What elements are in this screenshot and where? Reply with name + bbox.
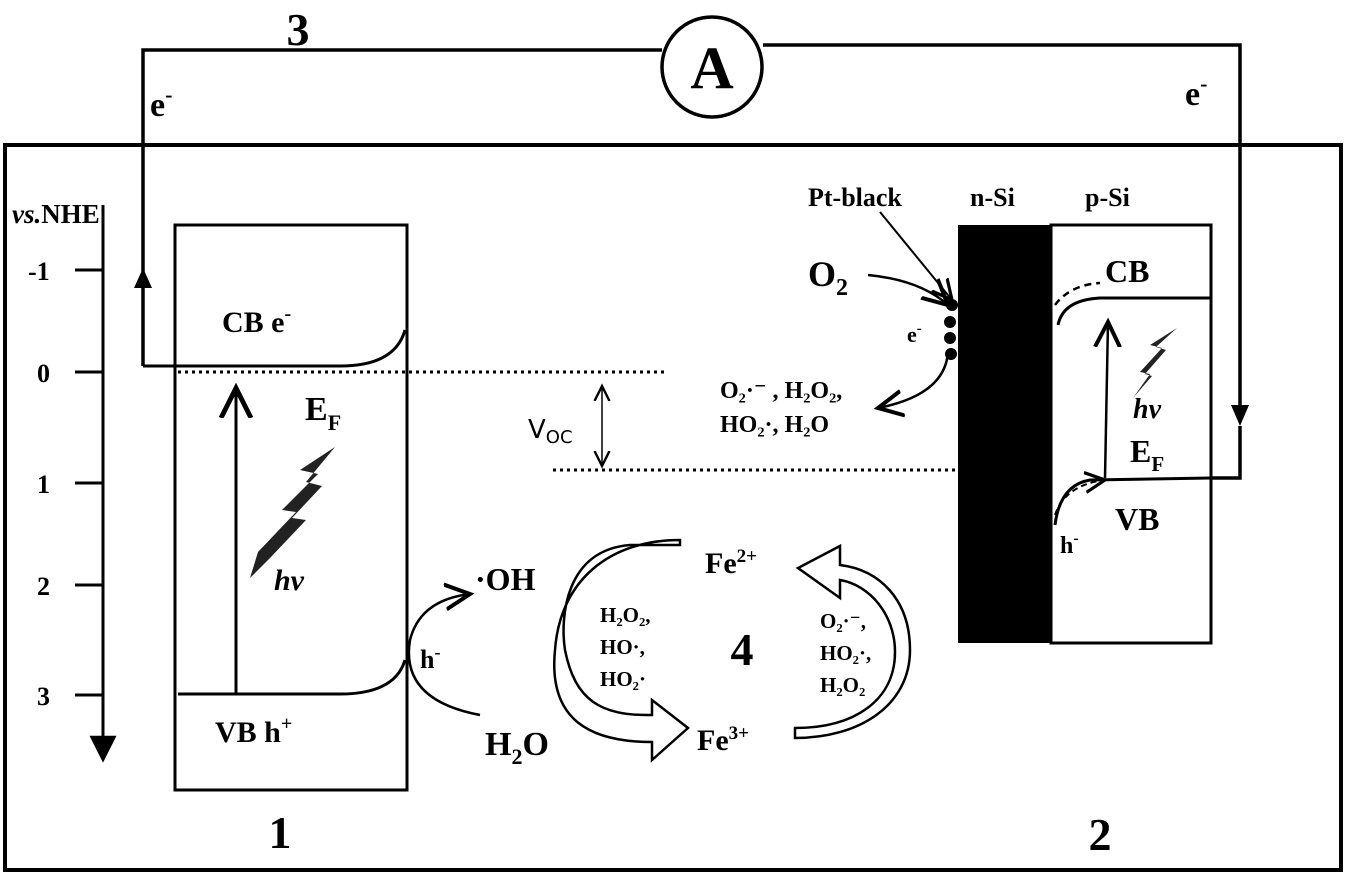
- ef-label-right: EF: [1130, 433, 1164, 476]
- tick-label: 1: [37, 470, 50, 499]
- tick-label: 0: [37, 359, 50, 388]
- photon-bolt-icon: [1133, 328, 1177, 398]
- voc-label: VOC: [528, 415, 573, 448]
- fe2-label: Fe2+: [705, 546, 757, 580]
- oxygen-reduction: O2 e- O₂·⁻ , H₂O₂, HO₂·, H₂O: [720, 254, 948, 438]
- cycle-arrow-right: [793, 543, 912, 740]
- panel-number-1: 1: [269, 807, 292, 858]
- reduction-products-line1: O₂·⁻ , H₂O₂,: [720, 378, 842, 404]
- left-species-3: HO₂·: [600, 667, 646, 691]
- left-species-2: HO·,: [600, 635, 645, 659]
- electron-right-label: e-: [1185, 71, 1207, 113]
- pt-particle: [944, 316, 956, 328]
- cb-label-left: CB e-: [222, 303, 291, 339]
- o2-label: O2: [808, 254, 848, 301]
- p-si-label: p-Si: [1085, 183, 1130, 212]
- tick-label: 2: [37, 572, 50, 601]
- right-species-3: H₂O₂: [820, 673, 865, 697]
- tick-label: 3: [37, 682, 50, 711]
- electron-left-label: e-: [150, 82, 172, 124]
- p-si-layer: [1049, 223, 1213, 645]
- pt-particle: [944, 332, 956, 344]
- right-species-1: O₂·⁻,: [820, 609, 866, 633]
- cell-frame: [3, 143, 1343, 872]
- right-species-2: HO₂·,: [820, 641, 871, 665]
- circuit-number: 3: [287, 4, 310, 55]
- hole-label-right: h-: [1060, 530, 1079, 559]
- reduction-products-line2: HO₂·, H₂O: [720, 412, 829, 438]
- ef-label-left: EF: [305, 391, 341, 435]
- circuit-arrow-up: [134, 268, 152, 288]
- ammeter-label: A: [690, 35, 733, 101]
- fe-redox-cycle: Fe2+ Fe3+ H₂O₂, HO·, HO₂· O₂·⁻, HO₂·, H₂…: [552, 538, 912, 763]
- photon-bolt-icon: [250, 447, 335, 578]
- vb-label-right: VB: [1115, 501, 1159, 537]
- oh-radical-label: ·OH: [475, 561, 536, 597]
- hv-label-right: hν: [1133, 394, 1162, 425]
- right-electrode: Pt-black n-Si p-Si CB hν EF VB h- 2: [808, 183, 1213, 860]
- tick-label: -1: [28, 257, 50, 286]
- circuit-arrow-down: [1231, 405, 1249, 426]
- left-species-1: H₂O₂,: [600, 603, 651, 627]
- fe3-label: Fe3+: [697, 723, 749, 757]
- pt-black-label: Pt-black: [808, 183, 902, 212]
- hv-label-left: hν: [274, 564, 305, 597]
- axis-title: vs.NHE: [12, 199, 100, 229]
- vb-label-left: VB h+: [215, 713, 292, 749]
- cb-label-right: CB: [1105, 253, 1149, 289]
- n-si-layer: [958, 225, 1051, 643]
- ammeter-circle: [660, 15, 764, 119]
- panel-number-2: 2: [1089, 809, 1112, 860]
- left-semiconductor: CB e- EF hν VB h+ 1: [143, 223, 409, 858]
- water-oxidation: h- ·OH H2O: [407, 561, 549, 769]
- cycle-number-4: 4: [731, 624, 754, 675]
- n-si-label: n-Si: [970, 183, 1015, 212]
- potential-axis: vs.NHE -1 0 1 2 3: [12, 199, 117, 763]
- voc-indicator: VOC: [178, 370, 1078, 472]
- electron-label-right-panel: e-: [907, 321, 922, 347]
- cycle-arrow-left: [552, 538, 690, 763]
- water-label: H2O: [485, 726, 549, 769]
- hole-label-left: h-: [420, 642, 440, 674]
- external-circuit: A 3 e- e-: [134, 4, 1249, 480]
